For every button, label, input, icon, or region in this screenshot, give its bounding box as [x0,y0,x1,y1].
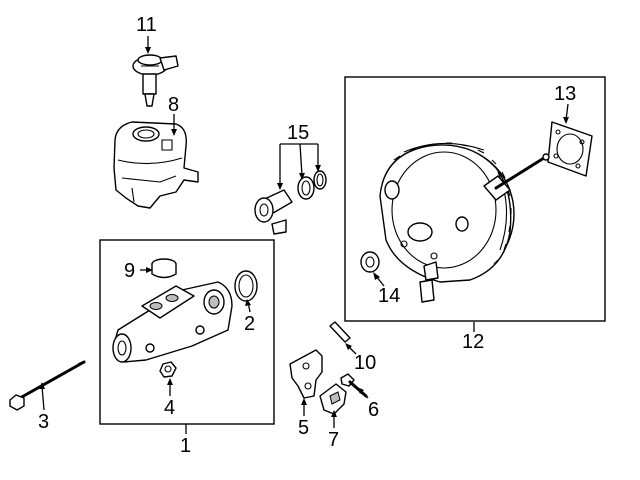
callout-4: 4 [164,397,175,419]
callout-15: 15 [287,122,309,144]
part-4-nut[interactable] [159,361,177,378]
part-11-reservoir-cap-sensor[interactable] [132,54,179,107]
part-8-brake-fluid-reservoir[interactable] [113,121,199,209]
callout-8: 8 [168,94,179,116]
callout-14: 14 [378,285,400,307]
callout-7: 7 [328,429,339,451]
callout-1: 1 [180,435,191,457]
part-13-booster-gasket[interactable] [547,121,593,177]
part-2-o-ring-seal[interactable] [234,270,258,302]
part-15-reservoir-inlet-plug-seals[interactable] [254,170,327,235]
part-12-brake-booster[interactable] [379,142,550,303]
callout-5: 5 [298,417,309,439]
part-3-stud-bolt[interactable] [9,360,86,411]
part-7-clip[interactable] [319,383,347,415]
part-5-bracket[interactable] [289,349,323,399]
part-9-master-cylinder-cap[interactable] [151,258,177,279]
callout-3: 3 [38,411,49,433]
callout-13: 13 [554,83,576,105]
callout-12: 12 [462,331,484,353]
leader-lines [39,36,569,434]
callout-9: 9 [124,260,135,282]
callout-2: 2 [244,313,255,335]
part-10-pin[interactable] [329,321,351,343]
part-14-grommet[interactable] [360,251,380,273]
callout-10: 10 [354,352,376,374]
callout-11: 11 [136,14,157,36]
master-cylinder-body[interactable] [112,281,233,363]
callout-6: 6 [368,399,379,421]
